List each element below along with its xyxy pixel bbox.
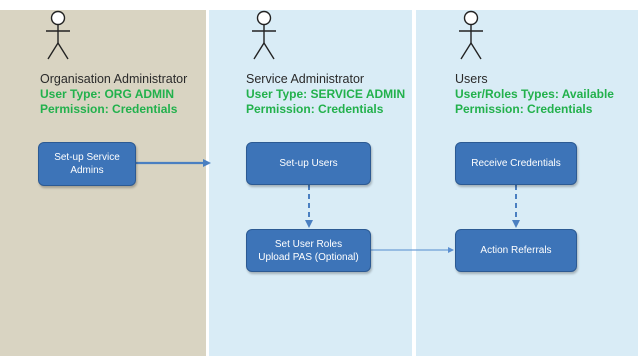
box-set-user-roles: Set User Roles Upload PAS (Optional): [246, 229, 371, 272]
box-set-user-roles-line-2: Upload PAS (Optional): [258, 251, 359, 263]
box-receive-credentials: Receive Credentials: [455, 142, 577, 185]
box-setup-users-line-1: Set-up Users: [279, 158, 338, 169]
service-admin-permission: Permission: Credentials: [246, 102, 384, 116]
box-setup-users: Set-up Users: [246, 142, 371, 185]
service-admin-title: Service Administrator: [246, 72, 365, 86]
org-admin-permission: Permission: Credentials: [40, 102, 178, 116]
box-setup-service-admins-line-1: Set-up Service: [54, 152, 120, 163]
users-permission: Permission: Credentials: [455, 102, 593, 116]
service-admin-actor-icon: [252, 10, 276, 60]
box-action-referrals-line-1: Action Referrals: [480, 245, 552, 256]
users-title: Users: [455, 72, 488, 86]
org-admin-role-block: Organisation Administrator User Type: OR…: [40, 72, 187, 117]
box-action-referrals: Action Referrals: [455, 229, 577, 272]
service-admin-role-block: Service Administrator User Type: SERVICE…: [246, 72, 405, 117]
users-role-block: Users User/Roles Types: Available Permis…: [455, 72, 614, 117]
users-actor-icon: [459, 10, 483, 60]
box-setup-service-admins: Set-up Service Admins: [38, 142, 136, 186]
users-user-type: User/Roles Types: Available: [455, 87, 614, 101]
org-admin-user-type: User Type: ORG ADMIN: [40, 87, 175, 101]
org-admin-actor-icon: [46, 10, 70, 60]
box-receive-credentials-line-1: Receive Credentials: [471, 158, 561, 169]
org-admin-title: Organisation Administrator: [40, 72, 188, 86]
box-setup-service-admins-line-2: Admins: [70, 165, 104, 176]
box-set-user-roles-line-1: Set User Roles: [274, 238, 343, 250]
service-admin-user-type: User Type: SERVICE ADMIN: [246, 87, 406, 101]
